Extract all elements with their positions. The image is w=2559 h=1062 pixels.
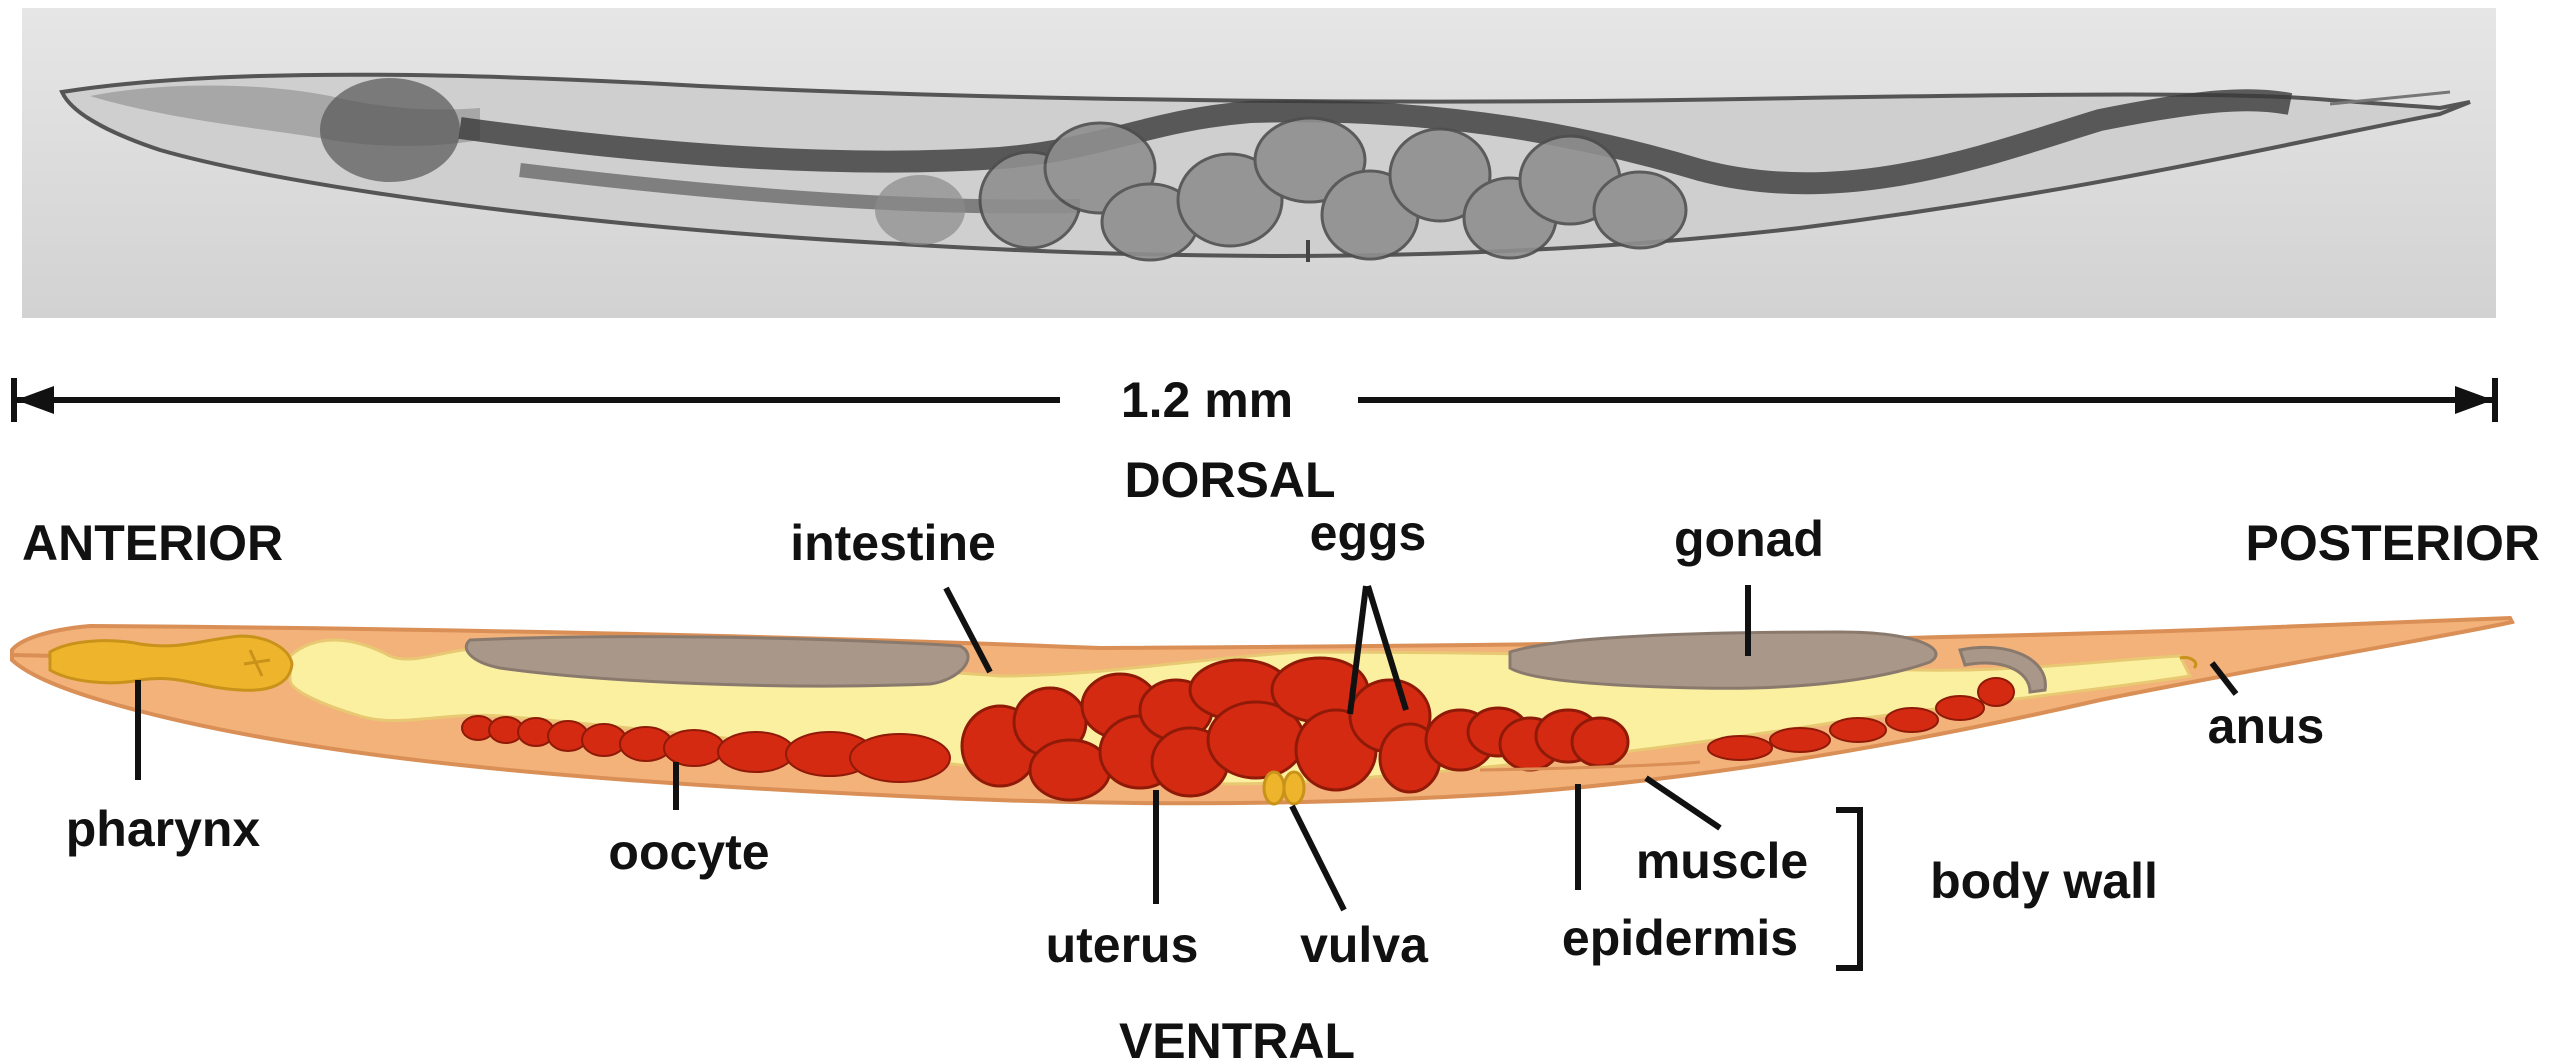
dorsal-label: DORSAL xyxy=(1124,452,1335,508)
anterior-label: ANTERIOR xyxy=(22,515,283,571)
epidermis-label: epidermis xyxy=(1562,910,1798,966)
oocyte-label: oocyte xyxy=(608,824,769,880)
intestine-label: intestine xyxy=(790,515,996,571)
vulva-label: vulva xyxy=(1300,917,1429,973)
body-wall-label: body wall xyxy=(1930,853,2158,909)
worm-micrograph xyxy=(22,8,2496,318)
worm-schematic xyxy=(12,618,2512,804)
scale-bar-label: 1.2 mm xyxy=(1121,372,1293,428)
ventral-label: VENTRAL xyxy=(1119,1013,1355,1062)
eggs-label: eggs xyxy=(1310,505,1427,561)
gonad-label: gonad xyxy=(1674,511,1824,567)
uterus-label: uterus xyxy=(1046,917,1199,973)
muscle-label: muscle xyxy=(1636,833,1808,889)
scale-bar: 1.2 mm xyxy=(14,372,2495,428)
anus-label: anus xyxy=(2208,698,2325,754)
pharynx-label: pharynx xyxy=(66,801,261,857)
posterior-label: POSTERIOR xyxy=(2246,515,2540,571)
